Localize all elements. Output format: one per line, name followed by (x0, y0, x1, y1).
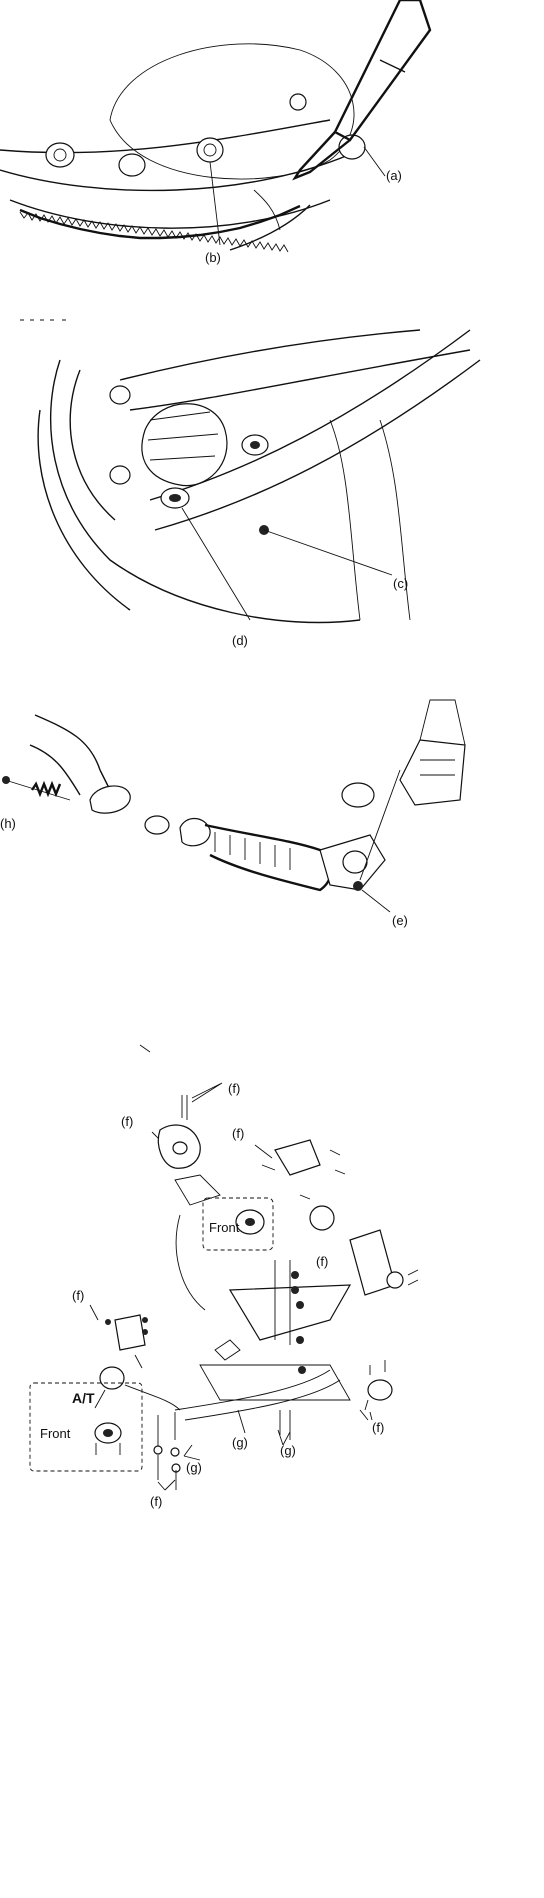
label-f-1: (f) (228, 1081, 240, 1096)
label-f-4: (f) (316, 1254, 328, 1269)
label-h: (h) (0, 816, 16, 831)
inset-top-front-label: Front (209, 1220, 240, 1235)
figure-3-exhaust-pipe (2, 699, 466, 913)
label-b: (b) (205, 250, 221, 265)
label-c: (c) (393, 576, 408, 591)
label-a: (a) (386, 168, 402, 183)
label-g-1: (g) (280, 1443, 296, 1458)
label-f-7: (f) (150, 1494, 162, 1509)
label-f-3: (f) (232, 1126, 244, 1141)
label-g-3: (g) (186, 1460, 202, 1475)
inset-bottom-title: A/T (72, 1390, 95, 1406)
label-d: (d) (232, 633, 248, 648)
inset-bottom-front-label: Front (40, 1426, 71, 1441)
figure-1-flywheel (0, 0, 432, 253)
label-g-2: (g) (232, 1435, 248, 1450)
label-f-6: (f) (372, 1420, 384, 1435)
label-f-2: (f) (121, 1114, 133, 1129)
figure-4-engine-mounts (29, 1044, 419, 1491)
label-e: (e) (392, 913, 408, 928)
figure-2-crossmember (20, 319, 481, 624)
label-f-5: (f) (72, 1288, 84, 1303)
